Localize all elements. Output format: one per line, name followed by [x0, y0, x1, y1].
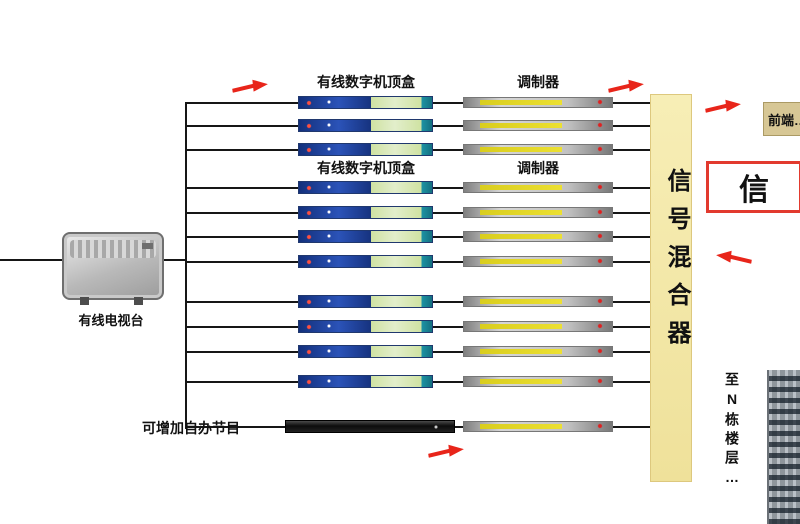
modulator: [463, 256, 613, 267]
set-top-box: [298, 295, 433, 308]
modulator-mixer-line: [613, 301, 652, 303]
modulator-mixer-line: [613, 261, 652, 263]
stb-modulator-line: [433, 125, 463, 127]
stb-modulator-line: [433, 149, 463, 151]
modulator-group2-label: 调制器: [517, 160, 559, 176]
stb-modulator-line: [433, 212, 463, 214]
branch-line: [186, 125, 298, 127]
stb-modulator-line: [433, 301, 463, 303]
branch-line: [186, 236, 298, 238]
station-label: 有线电视台: [78, 313, 144, 328]
device-port: [80, 297, 89, 305]
branch-line: [186, 149, 298, 151]
trunk-line: [185, 102, 187, 429]
branch-line: [186, 351, 298, 353]
frontend-box: 前端…: [763, 102, 800, 136]
modulator-group1-label: 调制器: [517, 74, 559, 90]
flow-arrow-right-icon: [427, 444, 464, 458]
modulator-mixer-line: [613, 102, 652, 104]
device-panel: [142, 243, 153, 249]
stb-modulator-line: [433, 381, 463, 383]
branch-line: [186, 261, 298, 263]
modulator-mixer-line: [613, 236, 652, 238]
modulator: [463, 144, 613, 155]
modulator: [463, 120, 613, 131]
modulator: [463, 421, 613, 432]
stb-modulator-line: [433, 351, 463, 353]
branch-line: [186, 326, 298, 328]
modulator: [463, 207, 613, 218]
modulator-mixer-line: [613, 149, 652, 151]
station-trunk-line: [158, 259, 187, 261]
set-top-box: [298, 320, 433, 333]
feed-in-line: [0, 259, 64, 261]
stb-modulator-line: [433, 236, 463, 238]
modulator-mixer-line: [613, 125, 652, 127]
branch-line: [186, 301, 298, 303]
set-top-box: [298, 119, 433, 132]
flow-arrow-left-icon: [716, 250, 753, 264]
branch-line: [186, 381, 298, 383]
signal-box: 信: [706, 161, 800, 213]
building-label: 至N栋楼层…: [724, 372, 740, 490]
flow-arrow-right-icon: [231, 79, 268, 93]
branch-line: [186, 187, 298, 189]
set-top-box: [298, 96, 433, 109]
branch-line: [186, 212, 298, 214]
flow-arrow-right-icon: [704, 99, 741, 113]
building-image: [767, 370, 800, 524]
device-port: [134, 297, 143, 305]
stb-modulator-line: [433, 261, 463, 263]
cable-station-device: [62, 232, 164, 305]
modulator: [463, 321, 613, 332]
flow-arrow-right-icon: [607, 79, 644, 93]
modulator: [463, 376, 613, 387]
set-top-box: [298, 255, 433, 268]
modulator: [463, 346, 613, 357]
modulator: [463, 97, 613, 108]
selfrun-label: 可增加自办节目: [142, 420, 240, 436]
set-top-box: [298, 181, 433, 194]
stb-modulator-line: [433, 187, 463, 189]
stb-group2-label: 有线数字机顶盒: [317, 160, 415, 176]
set-top-box: [298, 206, 433, 219]
set-top-box: [298, 230, 433, 243]
signal-mixer: [650, 94, 692, 482]
modulator: [463, 231, 613, 242]
modulator-mixer-line: [613, 381, 652, 383]
set-top-box: [298, 345, 433, 358]
signal-mixer-label: 信号混合器: [663, 168, 690, 358]
modulator-mixer-line: [613, 212, 652, 214]
device-ridges: [70, 240, 156, 258]
signal-box-label: 信: [739, 174, 769, 207]
branch-line: [186, 102, 298, 104]
stb-modulator-line: [433, 102, 463, 104]
modulator: [463, 182, 613, 193]
frontend-label: 前端…: [768, 112, 800, 128]
modulator-mixer-line: [613, 326, 652, 328]
modulator-mixer-line: [613, 426, 652, 428]
modulator-mixer-line: [613, 351, 652, 353]
modulator: [463, 296, 613, 307]
set-top-box: [298, 375, 433, 388]
stb-group1-label: 有线数字机顶盒: [317, 74, 415, 90]
selfrun-device: [285, 420, 455, 433]
set-top-box: [298, 143, 433, 156]
branch-line: [186, 426, 285, 428]
modulator-mixer-line: [613, 187, 652, 189]
stb-modulator-line: [455, 426, 463, 428]
stb-modulator-line: [433, 326, 463, 328]
